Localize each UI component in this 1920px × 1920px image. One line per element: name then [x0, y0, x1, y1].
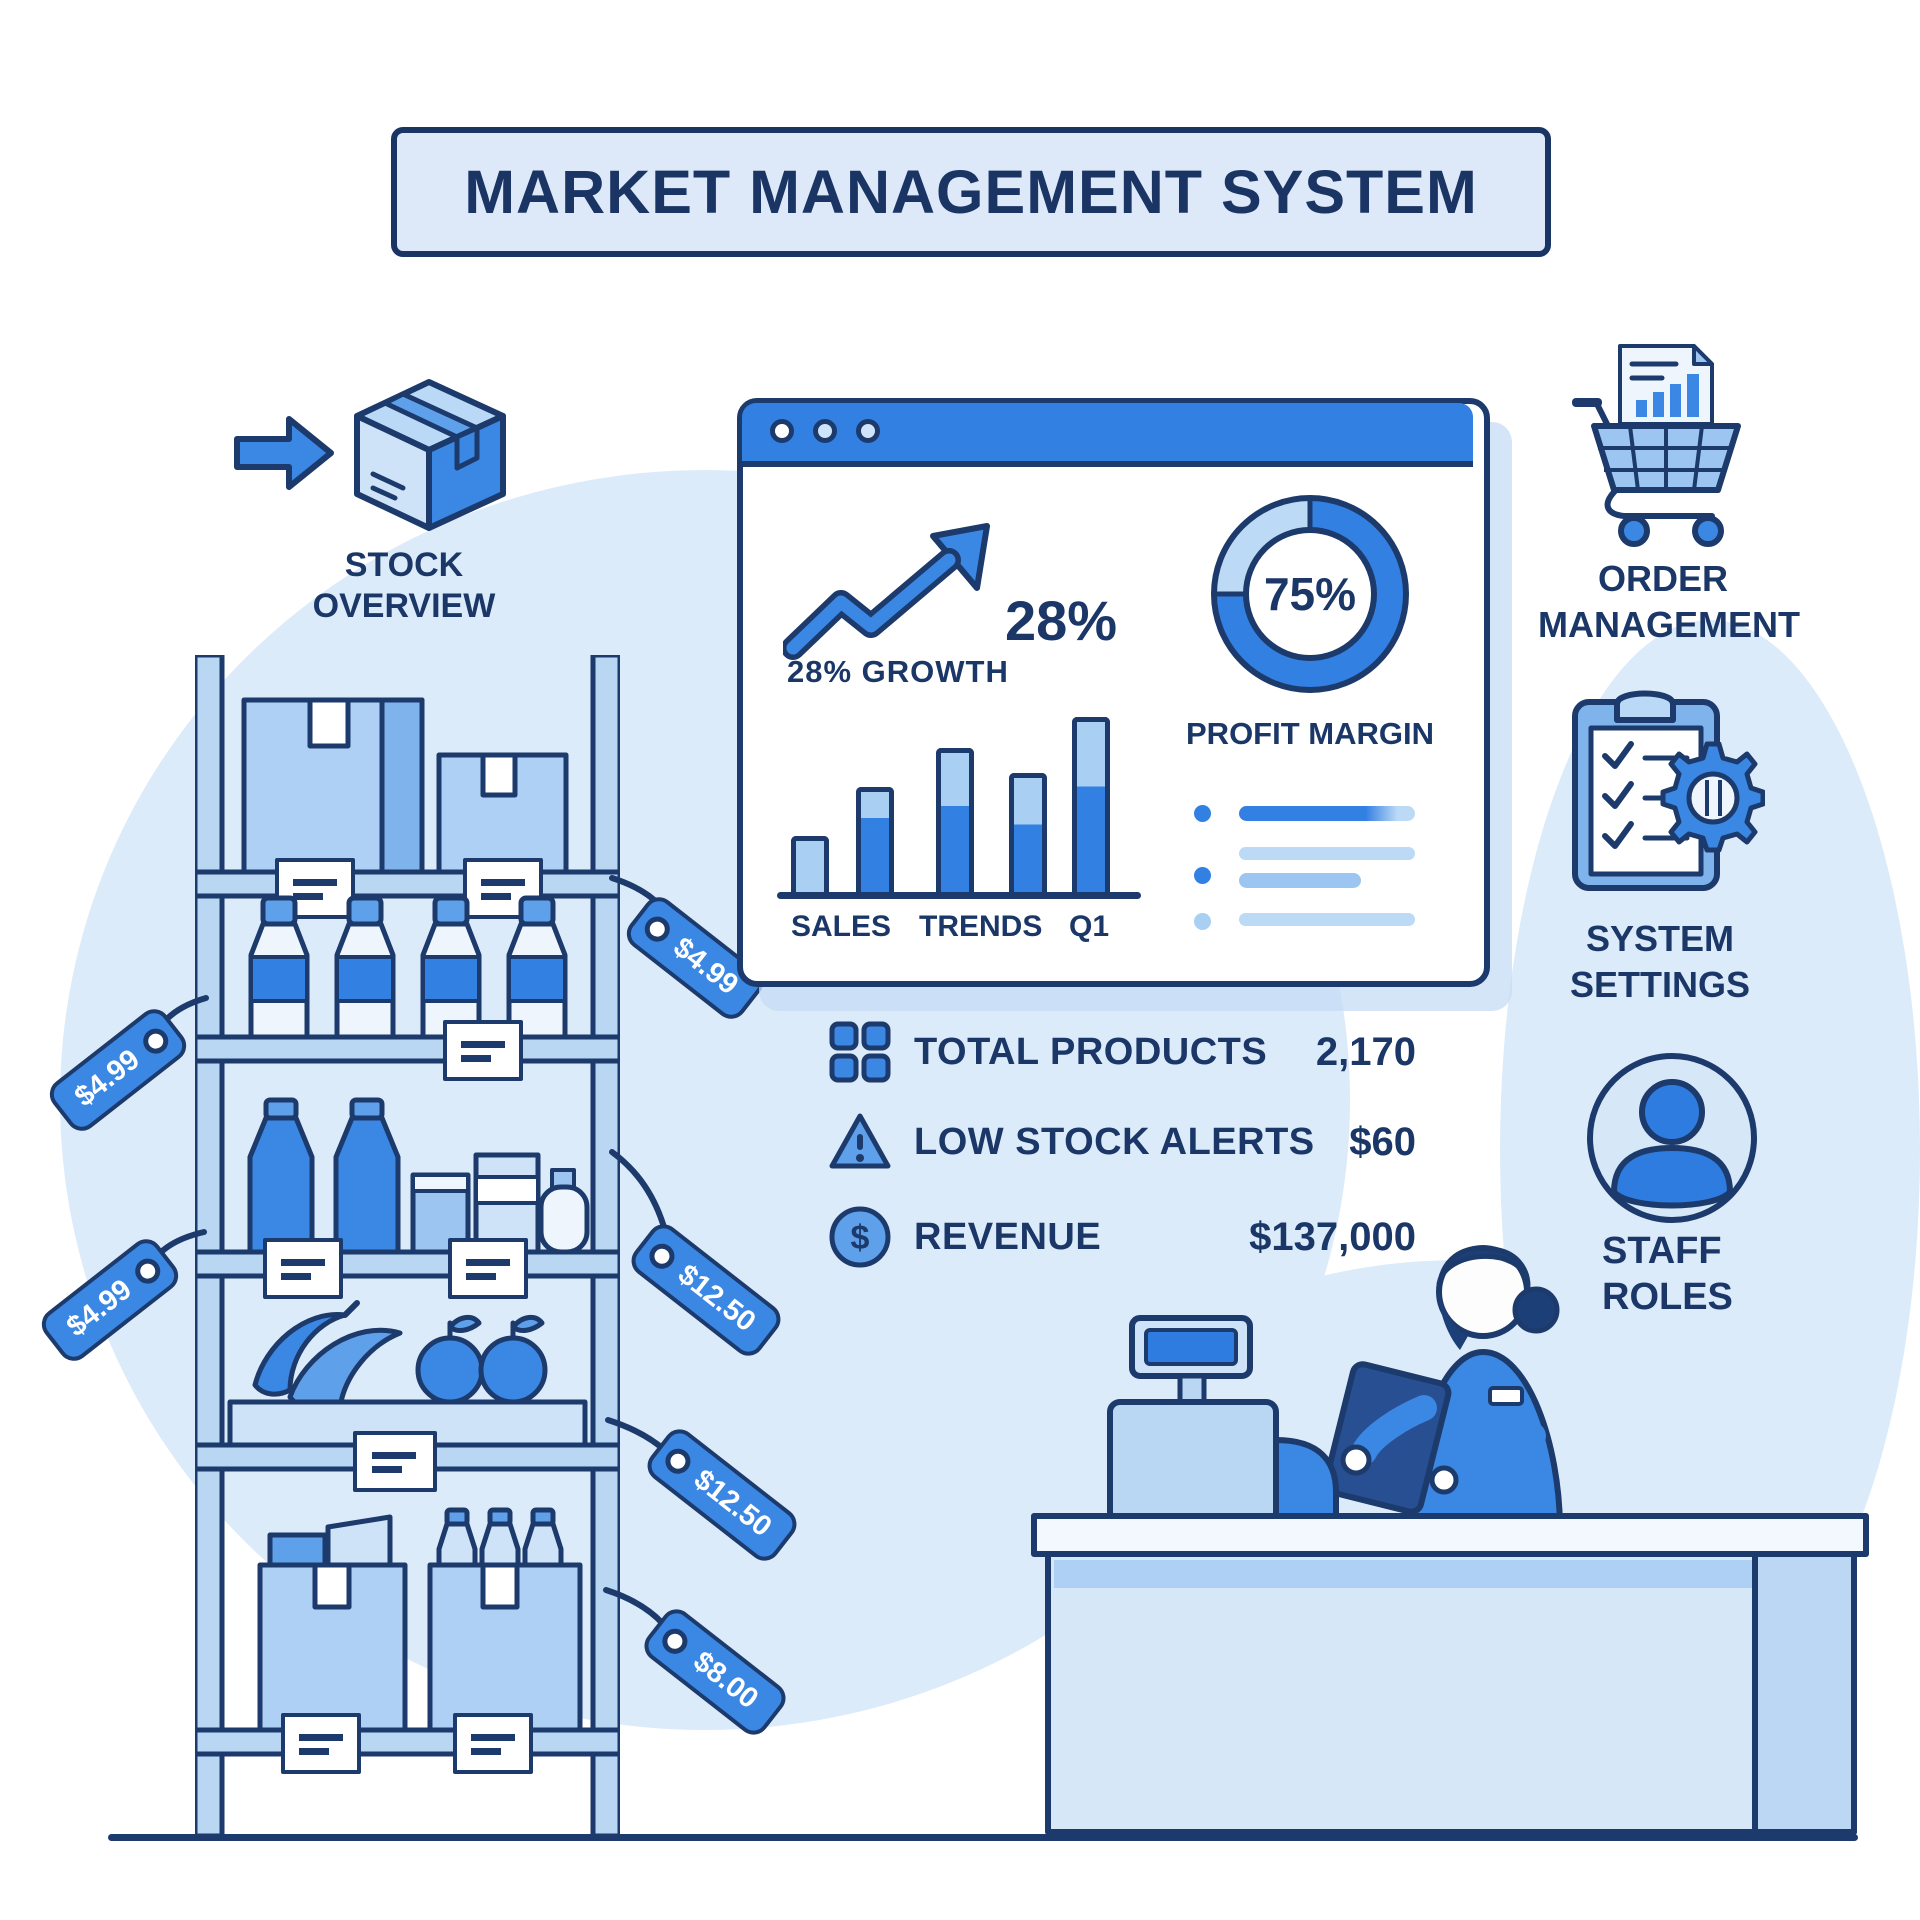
bar: [1009, 773, 1047, 892]
shelf-board: [195, 1727, 620, 1757]
shelf-board: [195, 869, 620, 899]
chart-baseline: [777, 892, 1141, 899]
axis-label: TRENDS: [919, 910, 1043, 943]
staff-avatar-icon: [1587, 1053, 1757, 1223]
stat-revenue: $ REVENUE $137,000: [828, 1205, 1416, 1269]
tablet-arm: [1322, 1361, 1452, 1515]
checkout-counter-scene: [1031, 1245, 1869, 1835]
bar: [1072, 717, 1110, 892]
counter-top: [1031, 1513, 1869, 1557]
counter-side-panel: [1752, 1551, 1857, 1835]
shelf-label-plate: [448, 1238, 528, 1299]
bar: [856, 787, 894, 892]
ground-line: [108, 1834, 1858, 1841]
pointing-arm: [1429, 1422, 1546, 1495]
dashboard-window: 28% 28% GROWTH SALES TRENDS Q1 75% PROFI…: [737, 398, 1490, 987]
shelf-label-plate: [443, 1020, 523, 1081]
warning-icon: [829, 1113, 891, 1169]
window-dot: [813, 419, 837, 443]
bar: [936, 748, 974, 892]
dollar-icon: $: [829, 1206, 891, 1268]
order-management-label: ORDER MANAGEMENT: [1538, 558, 1800, 645]
stock-overview-label: STOCK OVERVIEW: [312, 546, 496, 625]
growth-caption: 28% GROWTH: [787, 654, 1009, 689]
window-dot: [770, 419, 794, 443]
window-dot: [856, 419, 880, 443]
system-settings-label: SYSTEM SETTINGS: [1569, 918, 1751, 1005]
summary-bullet-list: [1183, 801, 1443, 946]
settings-clipboard-gear-icon: [1572, 690, 1765, 891]
stock-shelf: [195, 655, 620, 1839]
jar-products: [410, 1152, 590, 1255]
counter-front: [1045, 1551, 1857, 1835]
shopping-cart-icon: [1572, 344, 1741, 547]
growth-percentage: 28%: [1005, 589, 1118, 652]
cashier-hair-bun: [1512, 1286, 1560, 1334]
bananas: [252, 1300, 403, 1414]
shelf-label-plate: [453, 1713, 533, 1774]
page-title: MARKET MANAGEMENT SYSTEM: [464, 158, 1478, 226]
axis-label: Q1: [1069, 910, 1110, 943]
shelf-label-plate: [281, 1713, 361, 1774]
shelf-label-plate: [353, 1431, 437, 1492]
dashboard-content: 28% 28% GROWTH SALES TRENDS Q1 75% PROFI…: [743, 466, 1472, 975]
bottle-crate: [427, 1507, 583, 1733]
shelf-right-post: [590, 655, 620, 1839]
bar: [791, 836, 829, 892]
profit-caption: PROFIT MARGIN: [1186, 716, 1434, 751]
cash-register: [1107, 1315, 1339, 1525]
hand: [1429, 1465, 1459, 1495]
title-banner: MARKET MANAGEMENT SYSTEM: [391, 127, 1551, 257]
profit-percentage: 75%: [1263, 568, 1357, 620]
shelf-board: [195, 1249, 620, 1279]
axis-label: SALES: [791, 910, 892, 943]
window-titlebar: [742, 403, 1473, 467]
hand: [1340, 1444, 1372, 1476]
incoming-arrow-icon: [234, 416, 334, 490]
blue-bottles: [247, 1097, 401, 1255]
gear-icon: [1660, 741, 1765, 853]
shelf-board: [195, 1034, 620, 1064]
cashier: [1322, 1245, 1563, 1533]
shelf-left-post: [195, 655, 225, 1839]
svg-text:$: $: [851, 1219, 870, 1257]
profit-donut-chart: 75%: [1210, 494, 1410, 694]
shelf-label-plate: [263, 1238, 343, 1299]
snack-crate: [257, 1514, 408, 1733]
name-tag: [1488, 1386, 1524, 1406]
grid-icon: [829, 1021, 891, 1083]
stat-total-products: TOTAL PRODUCTS 2,170: [828, 1020, 1416, 1084]
bar-chart: [783, 714, 1143, 892]
cashier-hair: [1436, 1245, 1531, 1293]
stock-box-icon: [354, 379, 506, 531]
staff-roles-label: STAFF ROLES: [1602, 1230, 1733, 1318]
stat-low-stock-alerts: LOW STOCK ALERTS $60: [828, 1110, 1416, 1174]
apples: [415, 1315, 548, 1405]
growth-arrow-icon: [783, 523, 990, 660]
